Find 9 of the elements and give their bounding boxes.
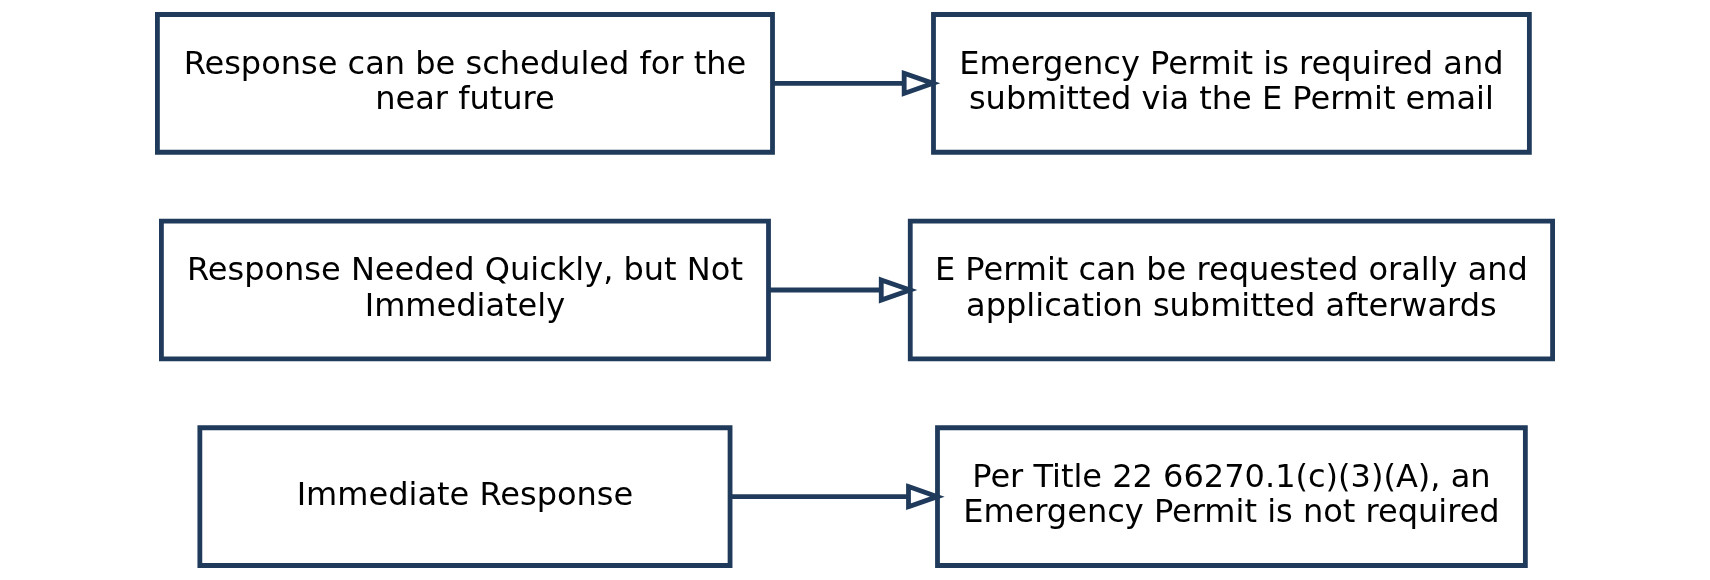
- node-box: E Permit can be requested orally and application submitted afterwards: [907, 218, 1555, 362]
- arrow: [730, 483, 945, 511]
- node-box: Response can be scheduled for the near future: [155, 12, 775, 155]
- node-box: Response Needed Quickly, but Not Immediately: [159, 218, 771, 362]
- node-box: Immediate Response: [197, 425, 733, 568]
- arrow: [772, 69, 941, 97]
- node-box: Emergency Permit is required and submitted via the E Permit email: [931, 12, 1532, 155]
- node-box: Per Title 22 66270.1(c)(3)(A), an Emergency Permit is not required: [935, 425, 1528, 568]
- arrow: [768, 276, 918, 304]
